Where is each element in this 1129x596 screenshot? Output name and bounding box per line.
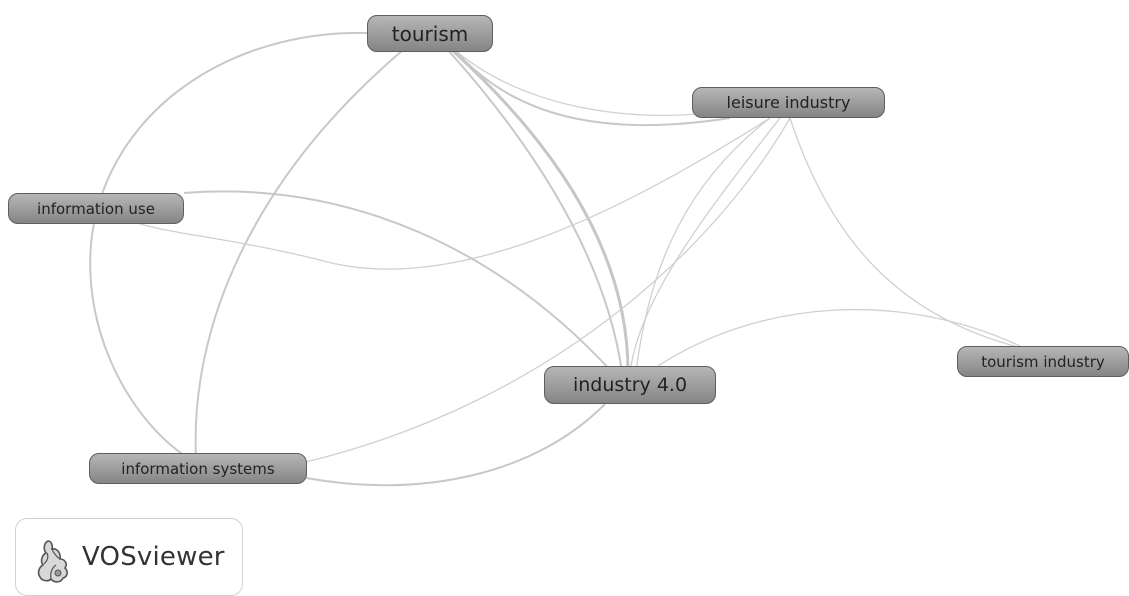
vosviewer-logo-text: VOSviewer bbox=[82, 542, 225, 572]
edge-leisure-industry-2 bbox=[635, 117, 771, 373]
edge-tourism-infouse bbox=[89, 31, 368, 459]
edge-tourism-leisure-inner bbox=[454, 49, 731, 117]
edge-tourism-industry bbox=[450, 48, 630, 373]
node-tourism-industry[interactable]: tourism industry bbox=[957, 346, 1129, 377]
edge-industry-tourind bbox=[657, 308, 1021, 367]
edge-tourism-leisure bbox=[454, 49, 731, 127]
edge-leisure-tourind bbox=[789, 117, 1031, 351]
node-leisure-industry[interactable]: leisure industry bbox=[692, 87, 885, 118]
node-information-use[interactable]: information use bbox=[8, 193, 184, 224]
node-tourism[interactable]: tourism bbox=[367, 15, 493, 52]
edge-industry-infosys bbox=[305, 403, 606, 487]
edge-leisure-industry bbox=[629, 117, 781, 373]
edge-tourism-industry-inner bbox=[447, 49, 623, 373]
vosviewer-logo[interactable]: VOSviewer bbox=[15, 518, 243, 596]
edge-tourism-infosys bbox=[194, 49, 404, 459]
edge-infouse-industry bbox=[183, 190, 613, 373]
edge-leisure-infosys bbox=[305, 117, 791, 463]
node-industry-4-0[interactable]: industry 4.0 bbox=[544, 366, 716, 404]
vosviewer-logo-icon bbox=[37, 540, 68, 583]
edge-leisure-infouse bbox=[139, 117, 771, 270]
node-information-systems[interactable]: information systems bbox=[89, 453, 307, 484]
